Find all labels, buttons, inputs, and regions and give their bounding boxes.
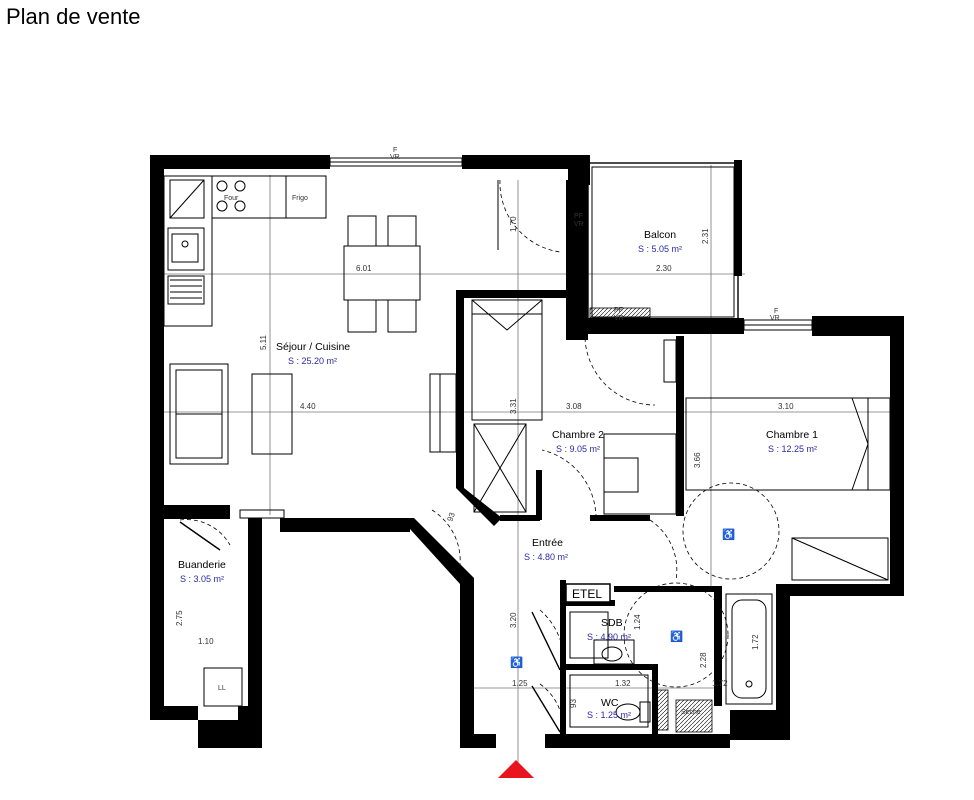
- window-vr-label: VR: [770, 315, 780, 322]
- dimension-label: 4.40: [300, 402, 316, 411]
- room-name: Séjour / Cuisine: [276, 341, 350, 353]
- dimension-label: 2.31: [701, 228, 710, 244]
- etel-panel: ETEL: [565, 583, 611, 603]
- door-swings: [179, 179, 678, 741]
- room-name: Chambre 1: [766, 429, 818, 441]
- window-pf-label: PF: [574, 213, 583, 220]
- room-name: Balcon: [644, 229, 676, 241]
- dimension-label: 1.10: [198, 637, 214, 646]
- room-name: WC: [601, 697, 619, 709]
- room-area: S : 9.05 m²: [556, 444, 600, 454]
- window-f-label: F: [393, 147, 397, 154]
- dimension-label: 3.10: [778, 402, 794, 411]
- room-area: S : 25.20 m²: [288, 356, 337, 366]
- oven-label: Four: [224, 195, 239, 202]
- dimension-label: 1.72: [712, 679, 728, 688]
- sink-label: Séche: [681, 709, 701, 716]
- room-area: S : 4.90 m²: [587, 632, 631, 642]
- room-area: S : 12.25 m²: [768, 444, 817, 454]
- dimension-label: 3.66: [693, 452, 702, 468]
- dimension-label: 1.24: [633, 614, 642, 630]
- dimension-label: 93: [445, 511, 457, 523]
- dimension-label: 3.20: [509, 612, 518, 628]
- fridge-label: Frigo: [292, 195, 308, 202]
- wheelchair-icon: ♿: [670, 630, 683, 643]
- window-vr-label: VR: [614, 315, 624, 322]
- dimension-label: 1.70: [509, 216, 518, 232]
- laundry-label: LL: [218, 685, 226, 692]
- room-name: Entrée: [532, 537, 563, 549]
- window-f-label: F: [774, 308, 778, 315]
- room-wc: WC S : 1.25 m²: [587, 697, 631, 720]
- room-balcon: Balcon S : 5.05 m²: [638, 229, 682, 254]
- furniture: [163, 175, 891, 733]
- room-chambre1: Chambre 1 S : 12.25 m²: [766, 429, 818, 454]
- dimension-label: 1.72: [751, 634, 760, 650]
- room-name: Buanderie: [178, 559, 226, 571]
- dimension-label: 1.32: [615, 679, 631, 688]
- dimension-label: 2.75: [175, 610, 184, 626]
- dimension-label: 6.01: [356, 264, 372, 273]
- room-name: SDB: [601, 617, 623, 629]
- room-area: S : 5.05 m²: [638, 244, 682, 254]
- dimension-label: 93: [569, 699, 578, 708]
- room-area: S : 3.05 m²: [180, 574, 224, 584]
- dimension-label: 2.30: [656, 264, 672, 273]
- dimension-label: 3.31: [509, 398, 518, 414]
- dimension-labels: 6.01 5.11 4.40 1.70 2.30 2.31 3.31 3.08 …: [175, 216, 794, 708]
- room-area: S : 4.80 m²: [524, 552, 568, 562]
- etel-label: ETEL: [572, 587, 602, 601]
- room-chambre2: Chambre 2 S : 9.05 m²: [552, 429, 604, 454]
- window-pf-label: PF: [614, 307, 623, 314]
- window-vr-label: VR: [390, 154, 400, 161]
- balcony-frame: [571, 160, 742, 322]
- dimension-label: 3.08: [566, 402, 582, 411]
- axis-lines: [160, 165, 890, 770]
- dimension-label: 2.28: [699, 652, 708, 668]
- wheelchair-icon: ♿: [510, 656, 523, 669]
- entrance-marker: [498, 760, 534, 778]
- room-sdb: SDB S : 4.90 m²: [587, 617, 631, 642]
- room-sejour: Séjour / Cuisine S : 25.20 m²: [276, 341, 350, 366]
- chambre1-window: [743, 319, 813, 331]
- accessibility-zones: ♿ ♿ ♿: [510, 482, 780, 688]
- window-vr-label: VR: [574, 221, 584, 228]
- room-name: Chambre 2: [552, 429, 604, 441]
- walls: [150, 155, 904, 748]
- dimension-label: 1.25: [512, 679, 528, 688]
- wheelchair-icon: ♿: [722, 528, 735, 541]
- dimension-label: 5.11: [259, 334, 268, 350]
- room-buanderie: Buanderie S : 3.05 m²: [178, 559, 226, 584]
- page-title: Plan de vente: [6, 4, 141, 29]
- room-entree: Entrée S : 4.80 m²: [524, 537, 568, 562]
- room-area: S : 1.25 m²: [587, 710, 631, 720]
